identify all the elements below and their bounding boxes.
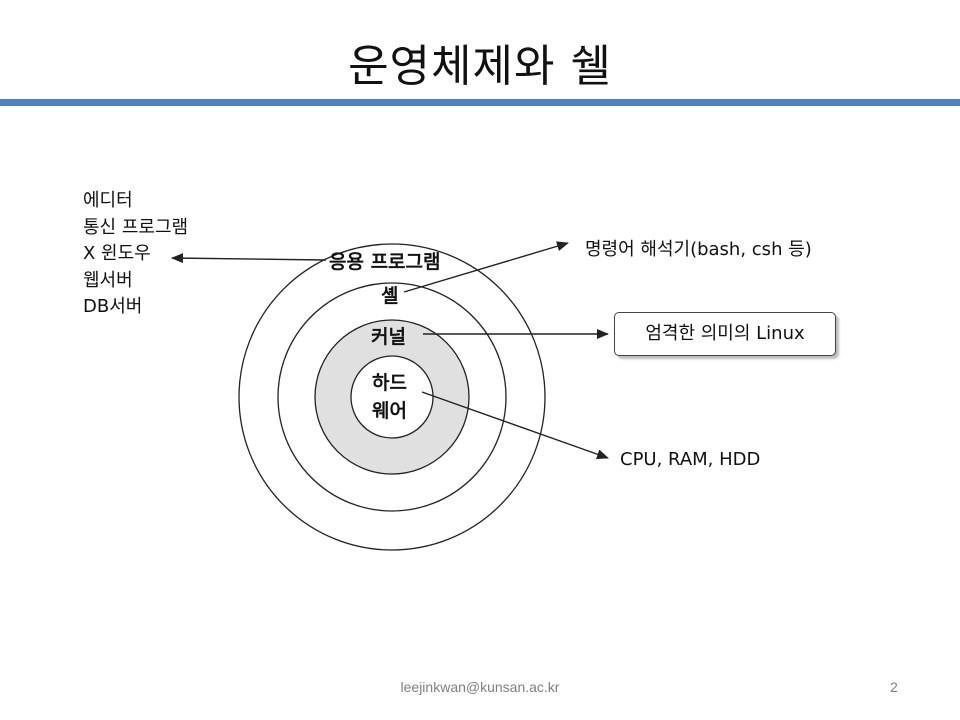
footer-email: leejinkwan@kunsan.ac.kr bbox=[400, 679, 560, 695]
hardware-core-circle bbox=[350, 355, 434, 439]
hardware-label-line2: 웨어 bbox=[372, 400, 407, 422]
shell-layer-label: 셸 bbox=[381, 285, 399, 307]
title-divider bbox=[0, 99, 960, 106]
shell-arrow bbox=[403, 241, 569, 293]
applications-arrow bbox=[171, 253, 327, 264]
application-example: X 윈도우 bbox=[83, 243, 151, 264]
shell-note: 명령어 해석기(bash, csh 등) bbox=[585, 239, 812, 260]
application-layer-circle bbox=[238, 243, 546, 551]
applications-layer-label: 응용 프로그램 bbox=[329, 251, 441, 273]
kernel-layer-label: 커널 bbox=[371, 326, 406, 348]
application-example: 웹서버 bbox=[83, 269, 133, 291]
hardware-label-line1: 하드 bbox=[372, 372, 407, 394]
application-example: 에디터 bbox=[83, 190, 133, 211]
application-example: DB서버 bbox=[83, 296, 143, 317]
page-number: 2 bbox=[890, 679, 898, 695]
slide-title: 운영체제와 쉘 bbox=[348, 41, 612, 92]
kernel-note-box: 엄격한 의미의 Linux bbox=[614, 312, 836, 356]
application-example: 통신 프로그램 bbox=[83, 216, 189, 238]
hardware-arrow bbox=[421, 391, 609, 460]
kernel-note: 엄격한 의미의 Linux bbox=[645, 323, 805, 344]
hardware-note: CPU, RAM, HDD bbox=[620, 449, 761, 470]
application-examples-list: 에디터 통신 프로그램 X 윈도우 웹서버 DB서버 bbox=[83, 188, 188, 321]
shell-layer-circle bbox=[277, 282, 507, 512]
